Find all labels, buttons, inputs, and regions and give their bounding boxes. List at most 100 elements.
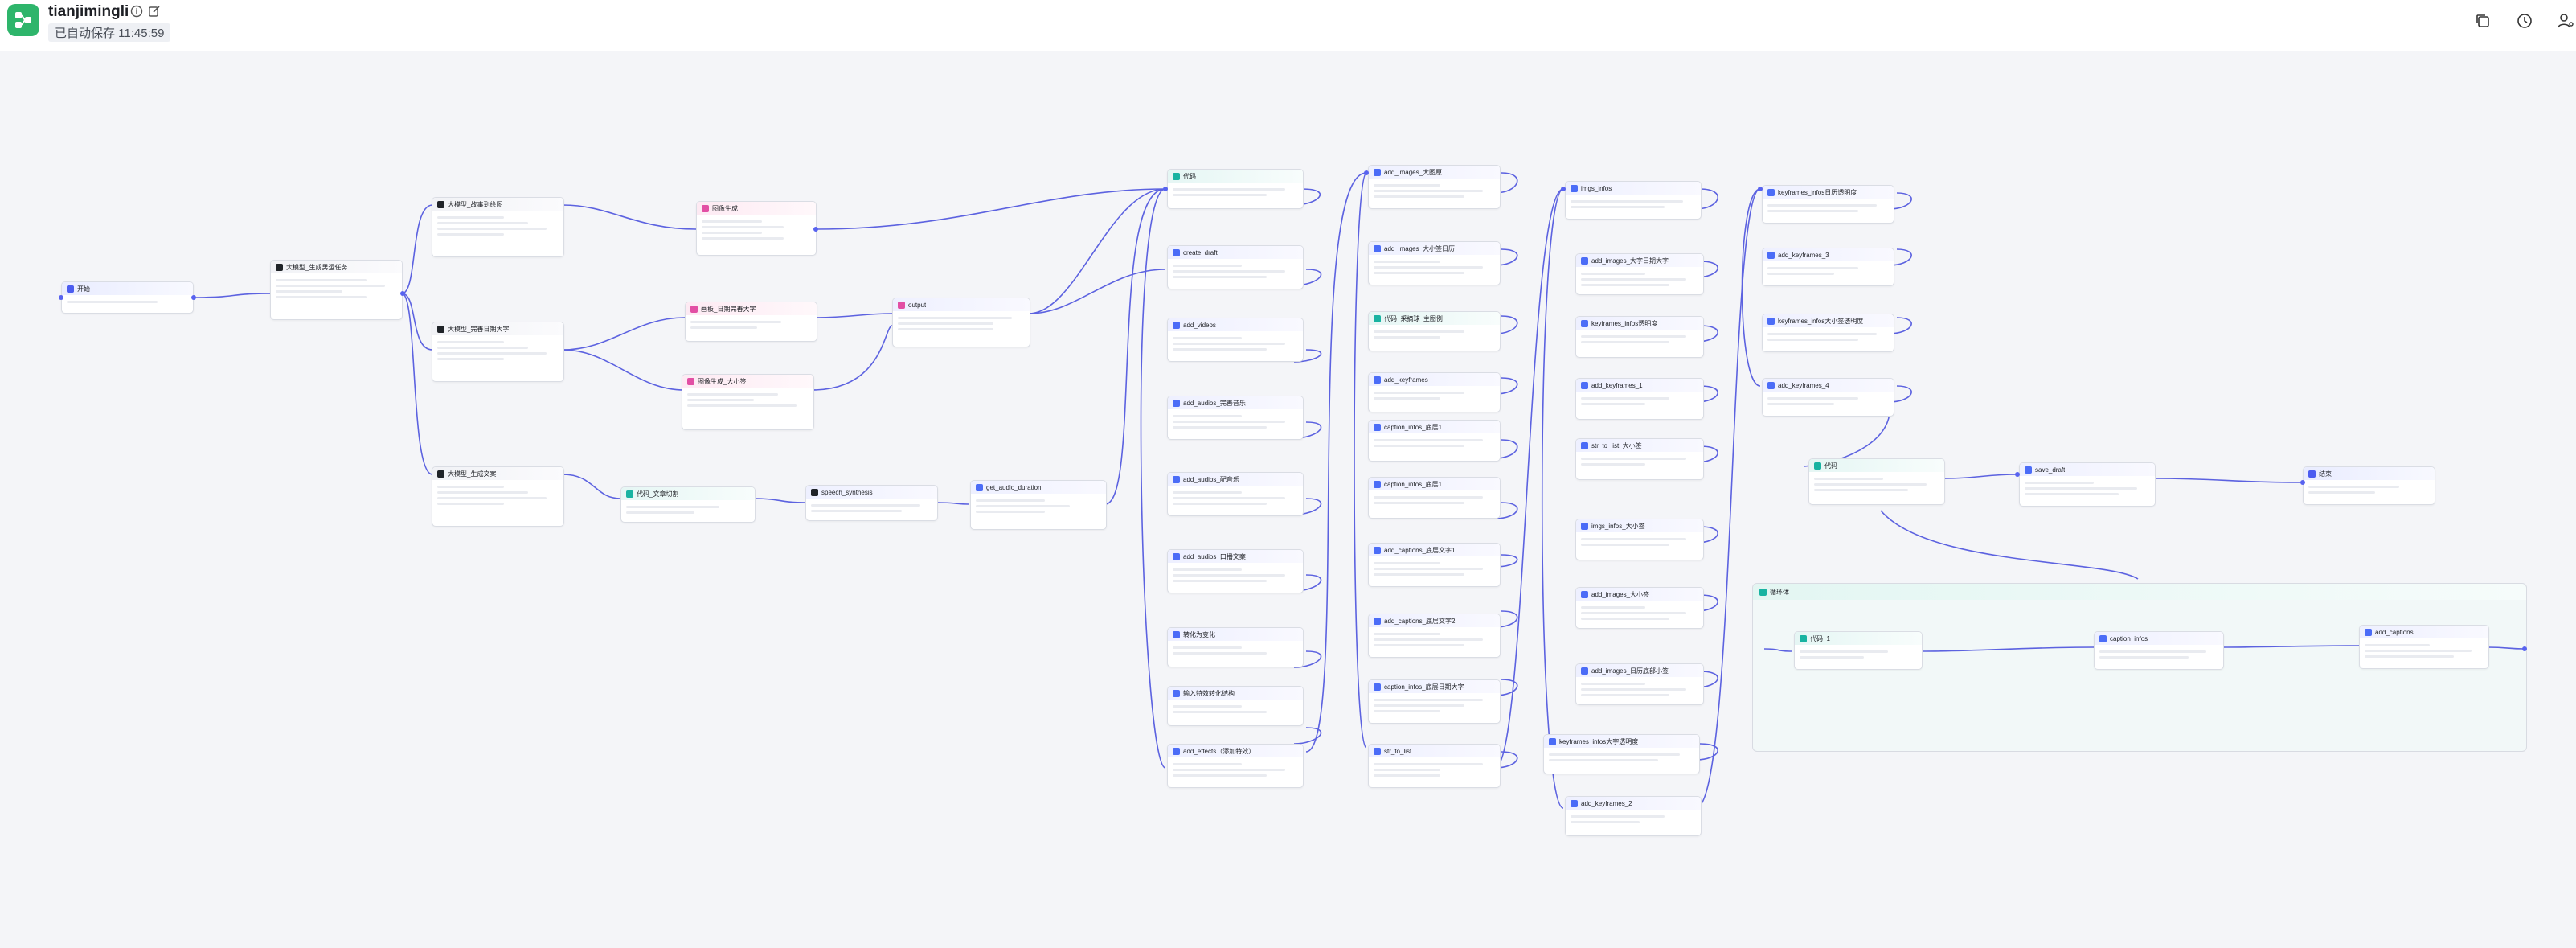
node-str-to-list2[interactable]: str_to_list_大小签 <box>1575 438 1704 480</box>
node-img-date[interactable]: 画板_日期完善大字 <box>685 302 817 342</box>
input-port[interactable] <box>2015 472 2020 477</box>
node-img-gen[interactable]: 图像生成 <box>696 201 817 256</box>
node-str-to-list[interactable]: str_to_list <box>1368 744 1501 788</box>
node-add-audios2[interactable]: add_audios_配音乐 <box>1167 472 1304 516</box>
node-img-gen2[interactable]: 图像生成_大小签 <box>682 374 814 430</box>
node-add-effects[interactable]: add_effects（添加特效） <box>1167 744 1304 788</box>
node-img2[interactable]: add_images_大小签日历 <box>1368 241 1501 285</box>
node-create-draft[interactable]: create_draft <box>1167 245 1304 289</box>
node-end[interactable]: 结束 <box>2303 466 2435 505</box>
edit-icon[interactable] <box>148 5 161 18</box>
node-code-main[interactable]: 代码_采摘球_主图例 <box>1368 311 1501 351</box>
plugin-icon <box>1571 799 1578 807</box>
node-code-loop[interactable]: 代码_1 <box>1794 631 1923 670</box>
node-llm-story[interactable]: 大模型_故事到绘图 <box>432 197 564 257</box>
node-title: add_captions <box>2375 628 2414 636</box>
node-output[interactable]: output <box>892 298 1030 347</box>
node-seq-effects[interactable]: 输入特效转化结构 <box>1167 686 1304 726</box>
node-imgs-info2[interactable]: imgs_infos_大小签 <box>1575 519 1704 560</box>
node-title: add_keyframes_2 <box>1581 799 1632 807</box>
edge <box>1541 188 1564 809</box>
node-add-videos[interactable]: add_videos <box>1167 318 1304 362</box>
workflow-title[interactable]: tianjimingli <box>48 3 129 20</box>
edge <box>1494 248 1518 266</box>
plugin-icon <box>1374 244 1381 252</box>
plugin-icon <box>1549 737 1556 745</box>
node-title: 开始 <box>77 285 90 293</box>
node-speech-split[interactable]: 代码_文章切割 <box>620 486 756 523</box>
output-port[interactable] <box>400 291 405 296</box>
node-save-draft[interactable]: save_draft <box>2019 462 2156 507</box>
node-add-keyframes1[interactable]: add_keyframes_1 <box>1575 378 1704 420</box>
llm-icon <box>276 263 283 271</box>
edge <box>1944 474 2018 479</box>
output-port[interactable] <box>191 295 196 300</box>
plugin-icon <box>1173 399 1180 407</box>
node-code[interactable]: 代码 <box>1167 169 1304 209</box>
plugin-icon <box>2365 628 2372 636</box>
node-kf-r1[interactable]: keyframes_infos日历透明度 <box>1762 185 1894 224</box>
node-add-images-day[interactable]: add_images_大字日期大字 <box>1575 253 1704 295</box>
node-add-images4[interactable]: add_images_日历底部小签 <box>1575 663 1704 705</box>
node-add-caption1[interactable]: add_captions_底层文字1 <box>1368 543 1501 587</box>
plugin-icon <box>1767 317 1775 325</box>
node-caption3[interactable]: caption_infos_底层日期大字 <box>1368 679 1501 724</box>
node-speech-synth[interactable]: speech_synthesis <box>805 485 938 521</box>
node-title: add_audios_配音乐 <box>1183 475 1239 483</box>
node-keyframes-info-trans[interactable]: keyframes_infos大字透明度 <box>1543 734 1700 774</box>
plugin-icon <box>1374 168 1381 176</box>
plugin-icon <box>976 483 983 491</box>
edge <box>562 474 621 499</box>
plugin-icon <box>1374 480 1381 488</box>
node-kf-r2[interactable]: add_keyframes_3 <box>1762 248 1894 286</box>
info-icon[interactable] <box>130 5 143 18</box>
node-title: imgs_infos_大小签 <box>1591 522 1645 530</box>
node-kf-r4[interactable]: add_keyframes_4 <box>1762 378 1894 417</box>
node-title: caption_infos <box>2110 634 2148 642</box>
edge <box>1494 751 1518 769</box>
node-add-keyframes[interactable]: add_keyframes <box>1368 372 1501 412</box>
node-seq[interactable]: 转化为变化 <box>1167 627 1304 667</box>
output-port[interactable] <box>813 227 818 232</box>
node-add-keyframes2[interactable]: add_keyframes_2 <box>1565 796 1702 836</box>
input-port[interactable] <box>2300 480 2305 485</box>
node-llm-text[interactable]: 大模型_完善日期大字 <box>432 322 564 382</box>
node-caption2[interactable]: caption_infos_底层1 <box>1368 477 1501 519</box>
node-title: 大模型_故事到绘图 <box>448 200 503 208</box>
speech-icon <box>811 488 818 496</box>
node-add-caption2[interactable]: add_captions_底层文字2 <box>1368 614 1501 658</box>
input-port[interactable] <box>59 295 63 300</box>
user-settings-icon[interactable] <box>2556 11 2575 31</box>
node-title: add_keyframes_1 <box>1591 381 1643 389</box>
input-port[interactable] <box>1364 170 1369 175</box>
copy-icon[interactable] <box>2473 11 2492 31</box>
node-caption-infos[interactable]: caption_infos <box>2094 631 2224 670</box>
node-title: 转化为变化 <box>1183 630 1215 638</box>
code-icon <box>1800 634 1807 642</box>
node-audio-duration[interactable]: get_audio_duration <box>970 480 1107 530</box>
node-img1[interactable]: add_images_大图原 <box>1368 165 1501 209</box>
input-port[interactable] <box>1561 187 1566 191</box>
workflow-canvas[interactable]: 循环体 <box>0 52 2576 948</box>
output-port[interactable] <box>2522 646 2527 651</box>
node-kf-r3[interactable]: keyframes_infos大小签透明度 <box>1762 314 1894 352</box>
node-add-images3[interactable]: add_images_大小签 <box>1575 587 1704 629</box>
input-port[interactable] <box>1163 187 1168 191</box>
node-add-audios3[interactable]: add_audios_口播文案 <box>1167 549 1304 593</box>
node-code2[interactable]: 代码 <box>1808 458 1945 505</box>
node-llm-task[interactable]: 大模型_生成男运任务 <box>270 260 403 320</box>
node-llm-voice[interactable]: 大模型_生成文案 <box>432 466 564 527</box>
edge <box>811 325 893 391</box>
node-add-audios1[interactable]: add_audios_完善音乐 <box>1167 396 1304 440</box>
node-add-captions[interactable]: add_captions <box>2359 625 2489 669</box>
node-title: add_images_大小签 <box>1591 590 1650 598</box>
node-keyframes-trans[interactable]: keyframes_infos透明度 <box>1575 316 1704 358</box>
node-start[interactable]: 开始 <box>61 281 194 314</box>
code-icon <box>1374 314 1381 322</box>
plugin-icon <box>1581 256 1588 265</box>
history-icon[interactable] <box>2515 11 2534 31</box>
input-port[interactable] <box>1758 187 1763 191</box>
edge <box>1494 315 1518 334</box>
node-imgs-info[interactable]: imgs_infos <box>1565 181 1702 220</box>
node-caption1[interactable]: caption_infos_底层1 <box>1368 420 1501 462</box>
